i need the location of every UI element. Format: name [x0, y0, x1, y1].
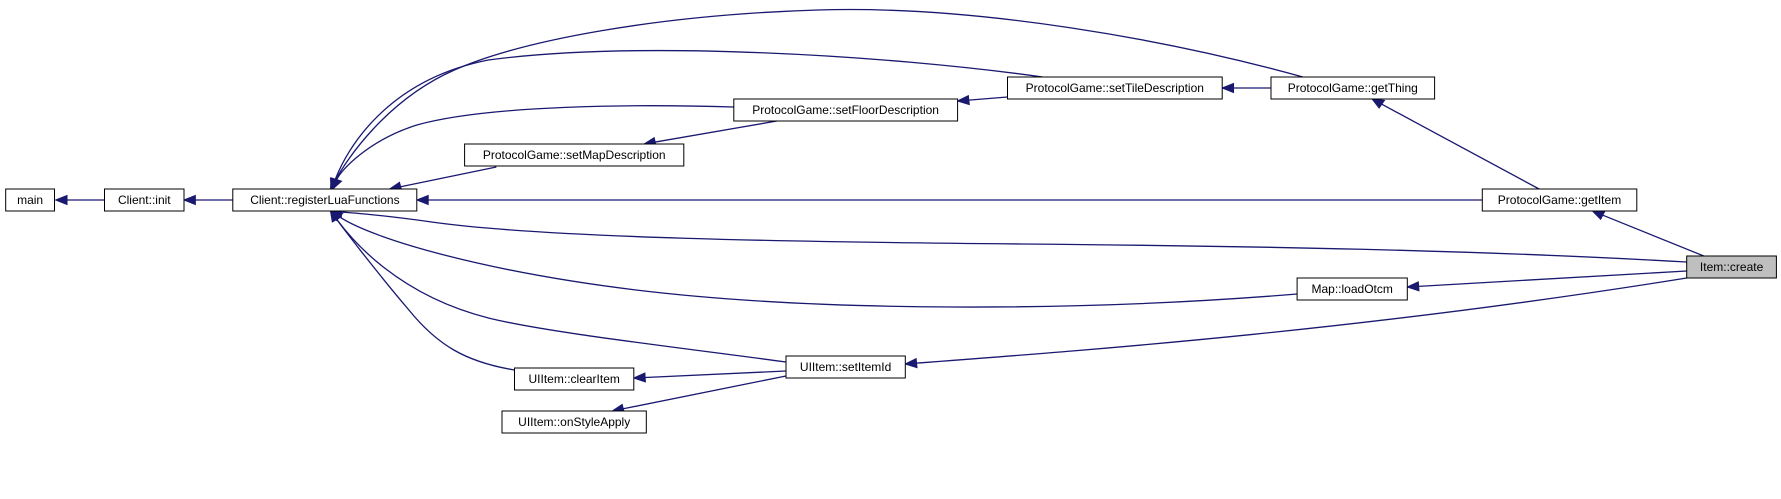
- node-box[interactable]: [1296, 277, 1408, 301]
- edge-getThing-to-setTileDescription: [1222, 84, 1271, 93]
- edge-setFloorDescription-to-setMapDescription: [644, 121, 777, 146]
- edge-line: [337, 219, 786, 362]
- node-box[interactable]: [104, 188, 185, 212]
- node-setMapDescription[interactable]: ProtocolGame::setMapDescription: [464, 143, 685, 167]
- node-box[interactable]: [501, 410, 647, 434]
- node-label: Client::registerLuaFunctions: [250, 193, 399, 207]
- node-setFloorDescription[interactable]: ProtocolGame::setFloorDescription: [733, 98, 959, 122]
- node-getItem[interactable]: ProtocolGame::getItem: [1481, 188, 1638, 212]
- arrowhead: [331, 178, 341, 189]
- edge-line: [340, 217, 1297, 307]
- edge-create-to-register: [331, 208, 1687, 262]
- node-label: ProtocolGame::getThing: [1288, 81, 1418, 95]
- edge-setTileDescription-to-setFloorDescription: [958, 96, 1008, 105]
- edge-line: [1382, 104, 1539, 189]
- edge-setItemId-to-register: [331, 211, 786, 362]
- edge-create-to-setItemId: [905, 278, 1686, 368]
- arrowhead: [634, 373, 646, 382]
- node-client-init[interactable]: Client::init: [104, 188, 185, 212]
- node-onStyleApply[interactable]: UIItem::onStyleApply: [501, 410, 647, 434]
- node-setItemId[interactable]: UIItem::setItemId: [785, 355, 906, 379]
- node-box[interactable]: [1686, 255, 1777, 279]
- edge-line: [655, 121, 777, 142]
- node-box[interactable]: [785, 355, 906, 379]
- edge-line: [401, 167, 497, 187]
- edge-line: [623, 376, 786, 409]
- arrowhead: [56, 196, 67, 205]
- node-setTileDescription[interactable]: ProtocolGame::setTileDescription: [1007, 76, 1223, 100]
- edge-setMapDescription-to-register: [390, 167, 497, 191]
- node-box[interactable]: [733, 98, 959, 122]
- arrowhead: [417, 196, 428, 205]
- node-box[interactable]: [464, 143, 685, 167]
- edge-register-to-client_init: [184, 196, 233, 205]
- node-create[interactable]: Item::create: [1686, 255, 1777, 279]
- edge-setItemId-to-clearItem: [634, 371, 786, 382]
- edge-create-to-getItem: [1592, 211, 1703, 256]
- node-loadOtcm[interactable]: Map::loadOtcm: [1296, 277, 1408, 301]
- edge-line: [337, 106, 734, 180]
- edge-getItem-to-getThing: [1372, 99, 1539, 189]
- arrowhead: [1592, 211, 1604, 219]
- edge-line: [969, 97, 1008, 100]
- arrowhead: [331, 211, 341, 222]
- edge-line: [917, 278, 1687, 363]
- edge-getThing-to-register: [331, 10, 1303, 189]
- arrowhead: [1407, 282, 1419, 291]
- edge-line: [645, 371, 786, 377]
- node-box[interactable]: [232, 188, 418, 212]
- arrowhead: [905, 359, 917, 368]
- edge-line: [1419, 271, 1687, 286]
- edge-line: [335, 10, 1302, 180]
- arrowhead: [1222, 84, 1233, 93]
- node-label: UIItem::setItemId: [800, 360, 891, 374]
- nodes-layer: main Client::init Client::registerLuaFunct…: [5, 76, 1777, 434]
- node-box[interactable]: [514, 367, 635, 391]
- edge-line: [335, 51, 1042, 180]
- node-label: ProtocolGame::setFloorDescription: [752, 103, 939, 117]
- node-label: ProtocolGame::setMapDescription: [483, 148, 666, 162]
- node-label: UIItem::clearItem: [529, 372, 620, 386]
- arrowhead: [958, 96, 970, 105]
- arrowhead: [1372, 99, 1384, 108]
- edge-client_init-to-main: [56, 196, 105, 205]
- edge-line: [337, 219, 515, 370]
- node-box[interactable]: [1007, 76, 1223, 100]
- node-getThing[interactable]: ProtocolGame::getThing: [1270, 76, 1436, 100]
- node-box[interactable]: [5, 188, 55, 212]
- edge-clearItem-to-register: [331, 211, 515, 370]
- node-register[interactable]: Client::registerLuaFunctions: [232, 188, 418, 212]
- node-label: main: [17, 193, 43, 207]
- node-label: Client::init: [118, 193, 171, 207]
- node-box[interactable]: [1481, 188, 1638, 212]
- node-label: ProtocolGame::setTileDescription: [1026, 81, 1204, 95]
- node-label: ProtocolGame::getItem: [1498, 193, 1621, 207]
- node-box[interactable]: [1270, 76, 1436, 100]
- edge-create-to-loadOtcm: [1407, 271, 1686, 291]
- edge-loadOtcm-to-register: [331, 211, 1298, 307]
- edge-setItemId-to-onStyleApply: [612, 376, 786, 413]
- edge-line: [1603, 215, 1704, 256]
- edge-line: [342, 212, 1687, 262]
- node-label: Map::loadOtcm: [1312, 282, 1393, 296]
- node-main[interactable]: main: [5, 188, 55, 212]
- node-label: Item::create: [1700, 260, 1764, 274]
- node-clearItem[interactable]: UIItem::clearItem: [514, 367, 635, 391]
- edge-getItem-to-register: [417, 196, 1482, 205]
- arrowhead: [184, 196, 195, 205]
- node-label: UIItem::onStyleApply: [518, 415, 630, 429]
